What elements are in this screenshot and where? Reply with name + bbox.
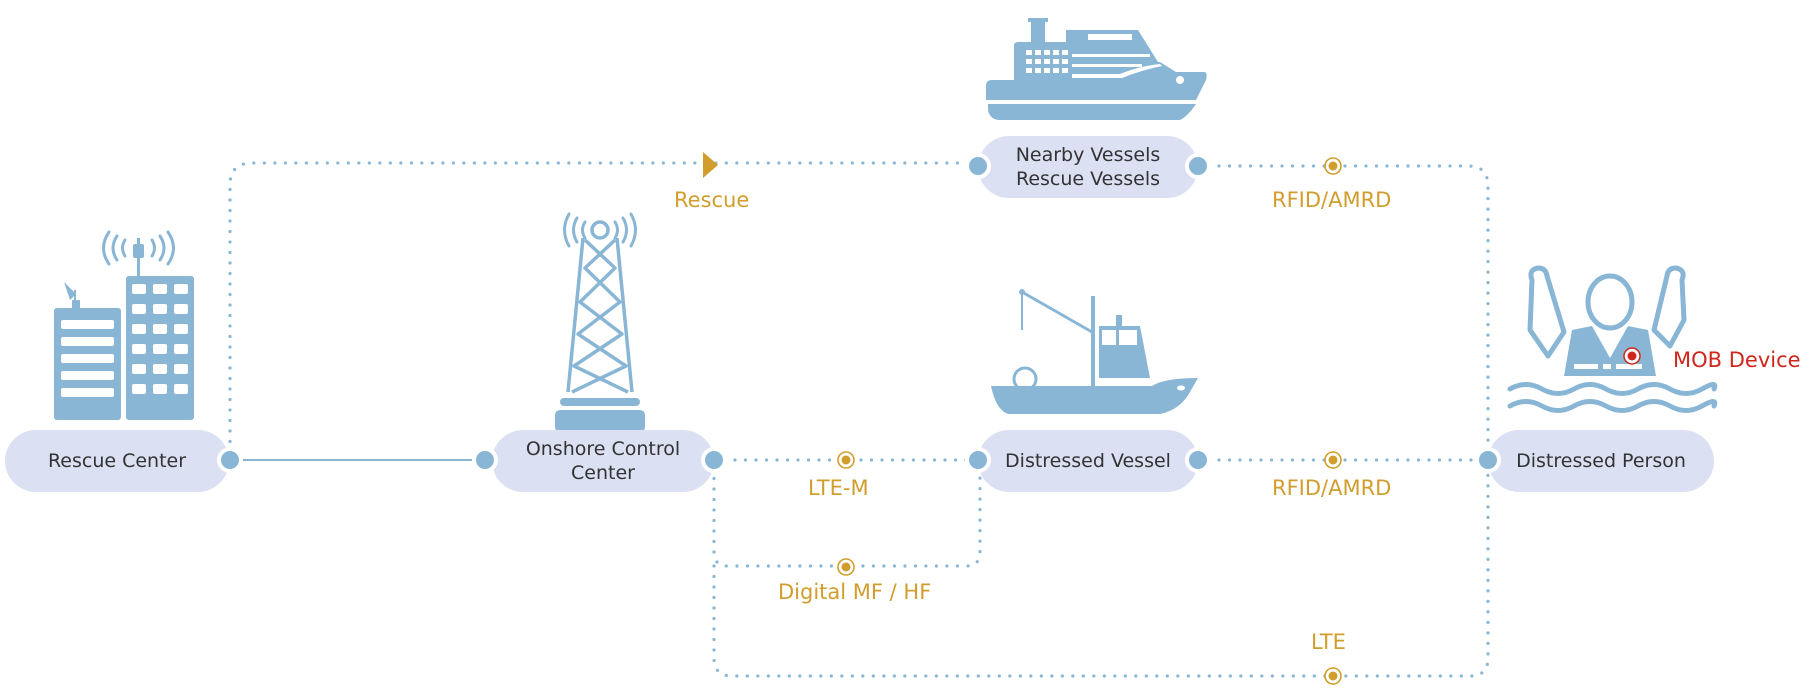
node-label-line1: Onshore Control (525, 438, 681, 460)
link-markers (837, 157, 1342, 685)
node-label: Rescue Center (47, 450, 187, 472)
buildings-antenna-icon (54, 230, 194, 420)
link-marker-rfid-mid (1324, 451, 1342, 469)
link-label-lte-m: LTE-M (808, 476, 869, 500)
mob-device-label: MOB Device (1673, 348, 1801, 372)
link-label-lte: LTE (1311, 630, 1346, 654)
link-marker-lte (1324, 667, 1342, 685)
radio-tower-icon (555, 212, 645, 432)
link-label-rfid-top: RFID/AMRD (1272, 188, 1392, 212)
node-label: Distressed Vessel (1005, 450, 1171, 472)
node-rescue-center[interactable]: Rescue Center (5, 430, 229, 492)
rescue-arrow-icon (703, 152, 718, 178)
cruise-ship-icon (986, 18, 1207, 120)
link-label-digital-mf-hf: Digital MF / HF (778, 580, 932, 604)
link-marker-lte-m (837, 451, 855, 469)
node-label: Distressed Person (1516, 450, 1686, 472)
link-rescue (228, 161, 980, 454)
link-lte (712, 466, 1490, 678)
node-label-line2: Rescue Vessels (1015, 168, 1161, 190)
node-label-line2: Center (571, 462, 635, 484)
node-label-line1: Nearby Vessels (1015, 144, 1161, 166)
node-distressed-person[interactable]: Distressed Person (1488, 430, 1714, 492)
person-in-water-icon (1507, 265, 1718, 413)
node-onshore-control-center[interactable]: Onshore Control Center (492, 430, 714, 492)
link-marker-digital (837, 558, 855, 576)
link-label-rescue: Rescue (674, 188, 750, 212)
node-nearby-vessels[interactable]: Nearby Vessels Rescue Vessels (978, 136, 1198, 198)
node-distressed-vessel[interactable]: Distressed Vessel (978, 430, 1198, 492)
link-label-rfid-mid: RFID/AMRD (1272, 476, 1392, 500)
link-marker-rfid-top (1324, 157, 1342, 175)
fishing-boat-icon (991, 289, 1198, 414)
mob-device-icon (1623, 347, 1641, 365)
